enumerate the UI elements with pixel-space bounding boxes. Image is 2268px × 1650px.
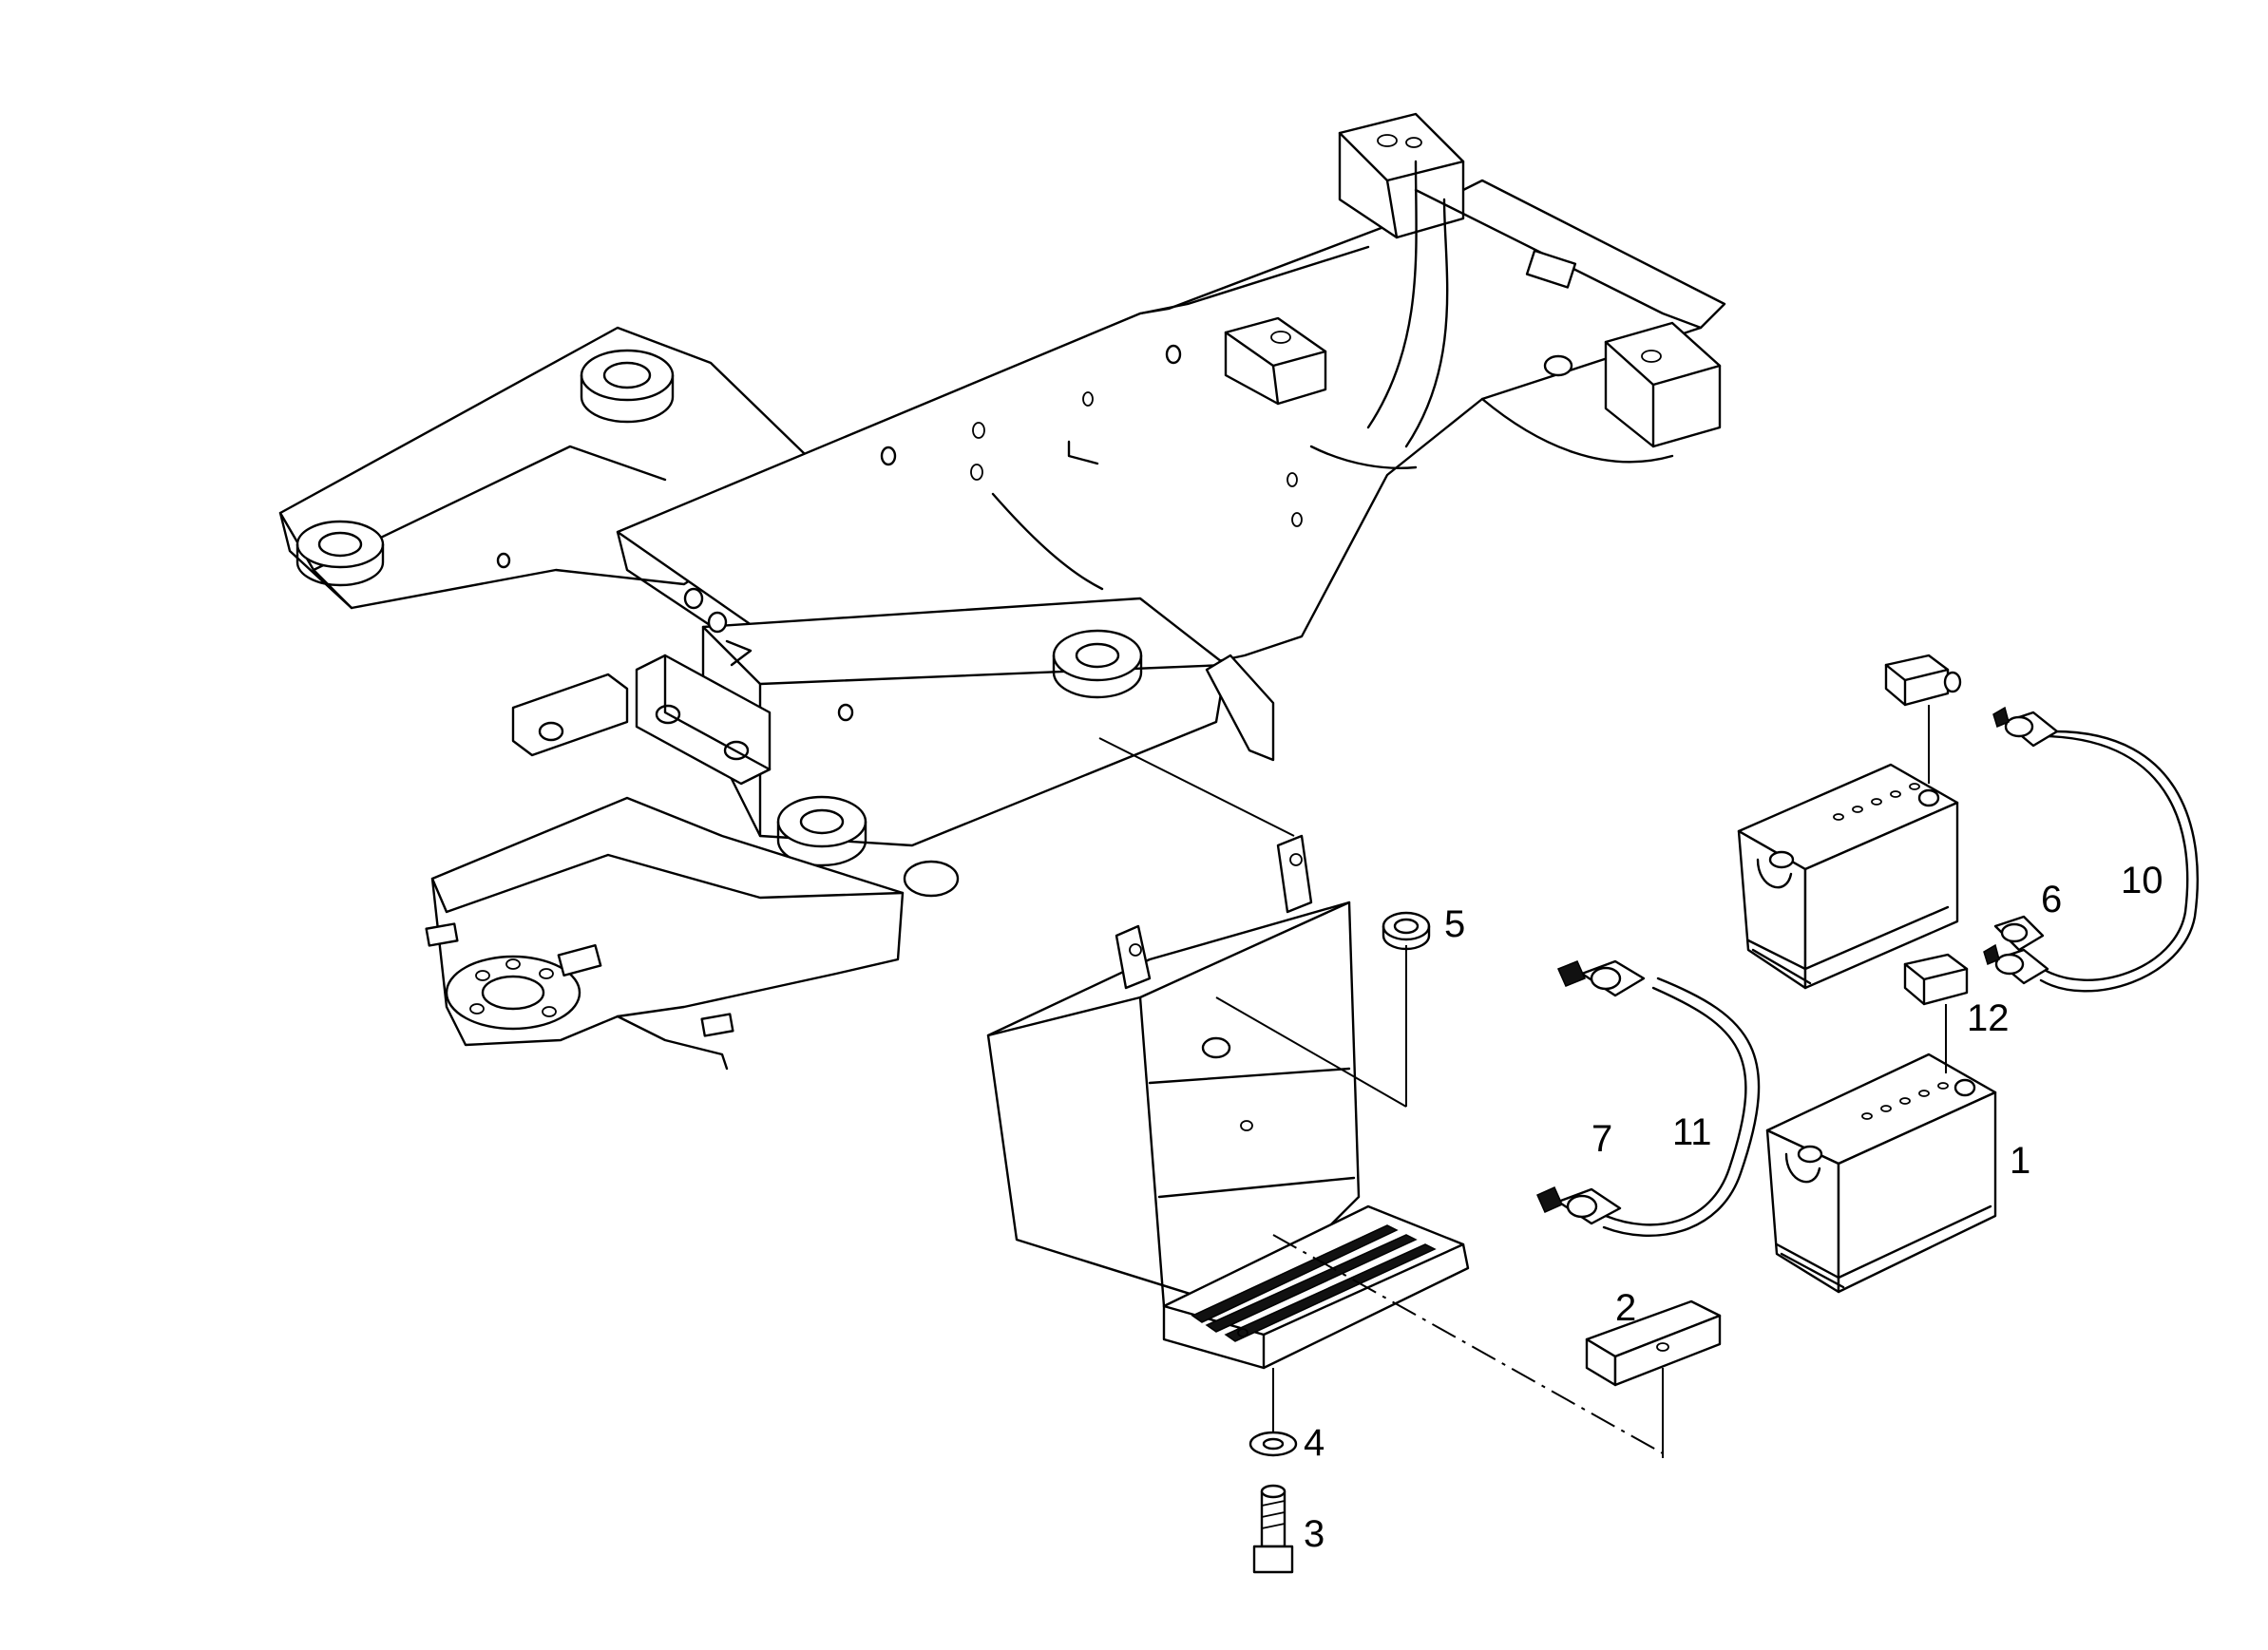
battery-item-1: [1765, 1053, 1997, 1294]
callout-5: 5: [1444, 903, 1465, 945]
chassis-frame: [278, 112, 1726, 1071]
callout-11: 11: [1672, 1111, 1712, 1153]
callout-3: 3: [1304, 1513, 1325, 1555]
cable-item-10: [1983, 706, 2200, 993]
callout-4: 4: [1304, 1422, 1325, 1464]
callout-7: 7: [1591, 1118, 1612, 1160]
callouts: 1 2 3 4 5 6 7 10 11 12: [1304, 860, 2163, 1555]
callout-1: 1: [2010, 1140, 2030, 1182]
terminal-clamp-item-7: [1536, 1186, 1622, 1225]
callout-6: 6: [2041, 879, 2062, 920]
terminal-clamp: [1992, 706, 2059, 748]
terminal-clamp: [1556, 959, 1646, 997]
bolt-item-3: [1252, 1484, 1294, 1574]
washer-item-4: [1248, 1431, 1298, 1457]
terminal-clamp-item-6: [1993, 915, 2045, 952]
terminal-clamp: [1983, 943, 2049, 985]
clamp-bar-item-2: [1585, 1299, 1722, 1387]
battery-upper: [1737, 763, 1959, 990]
grommet-item-5: [1382, 911, 1431, 951]
callout-10: 10: [2121, 860, 2163, 901]
callout-2: 2: [1615, 1287, 1636, 1329]
terminal-cap-item-12-upper: [1884, 654, 1962, 784]
cable-item-11: [1556, 959, 1761, 1238]
battery-box: [986, 834, 1470, 1370]
terminal-cap-item-12-lower: [1903, 953, 1969, 1073]
callout-12: 12: [1967, 997, 2010, 1039]
